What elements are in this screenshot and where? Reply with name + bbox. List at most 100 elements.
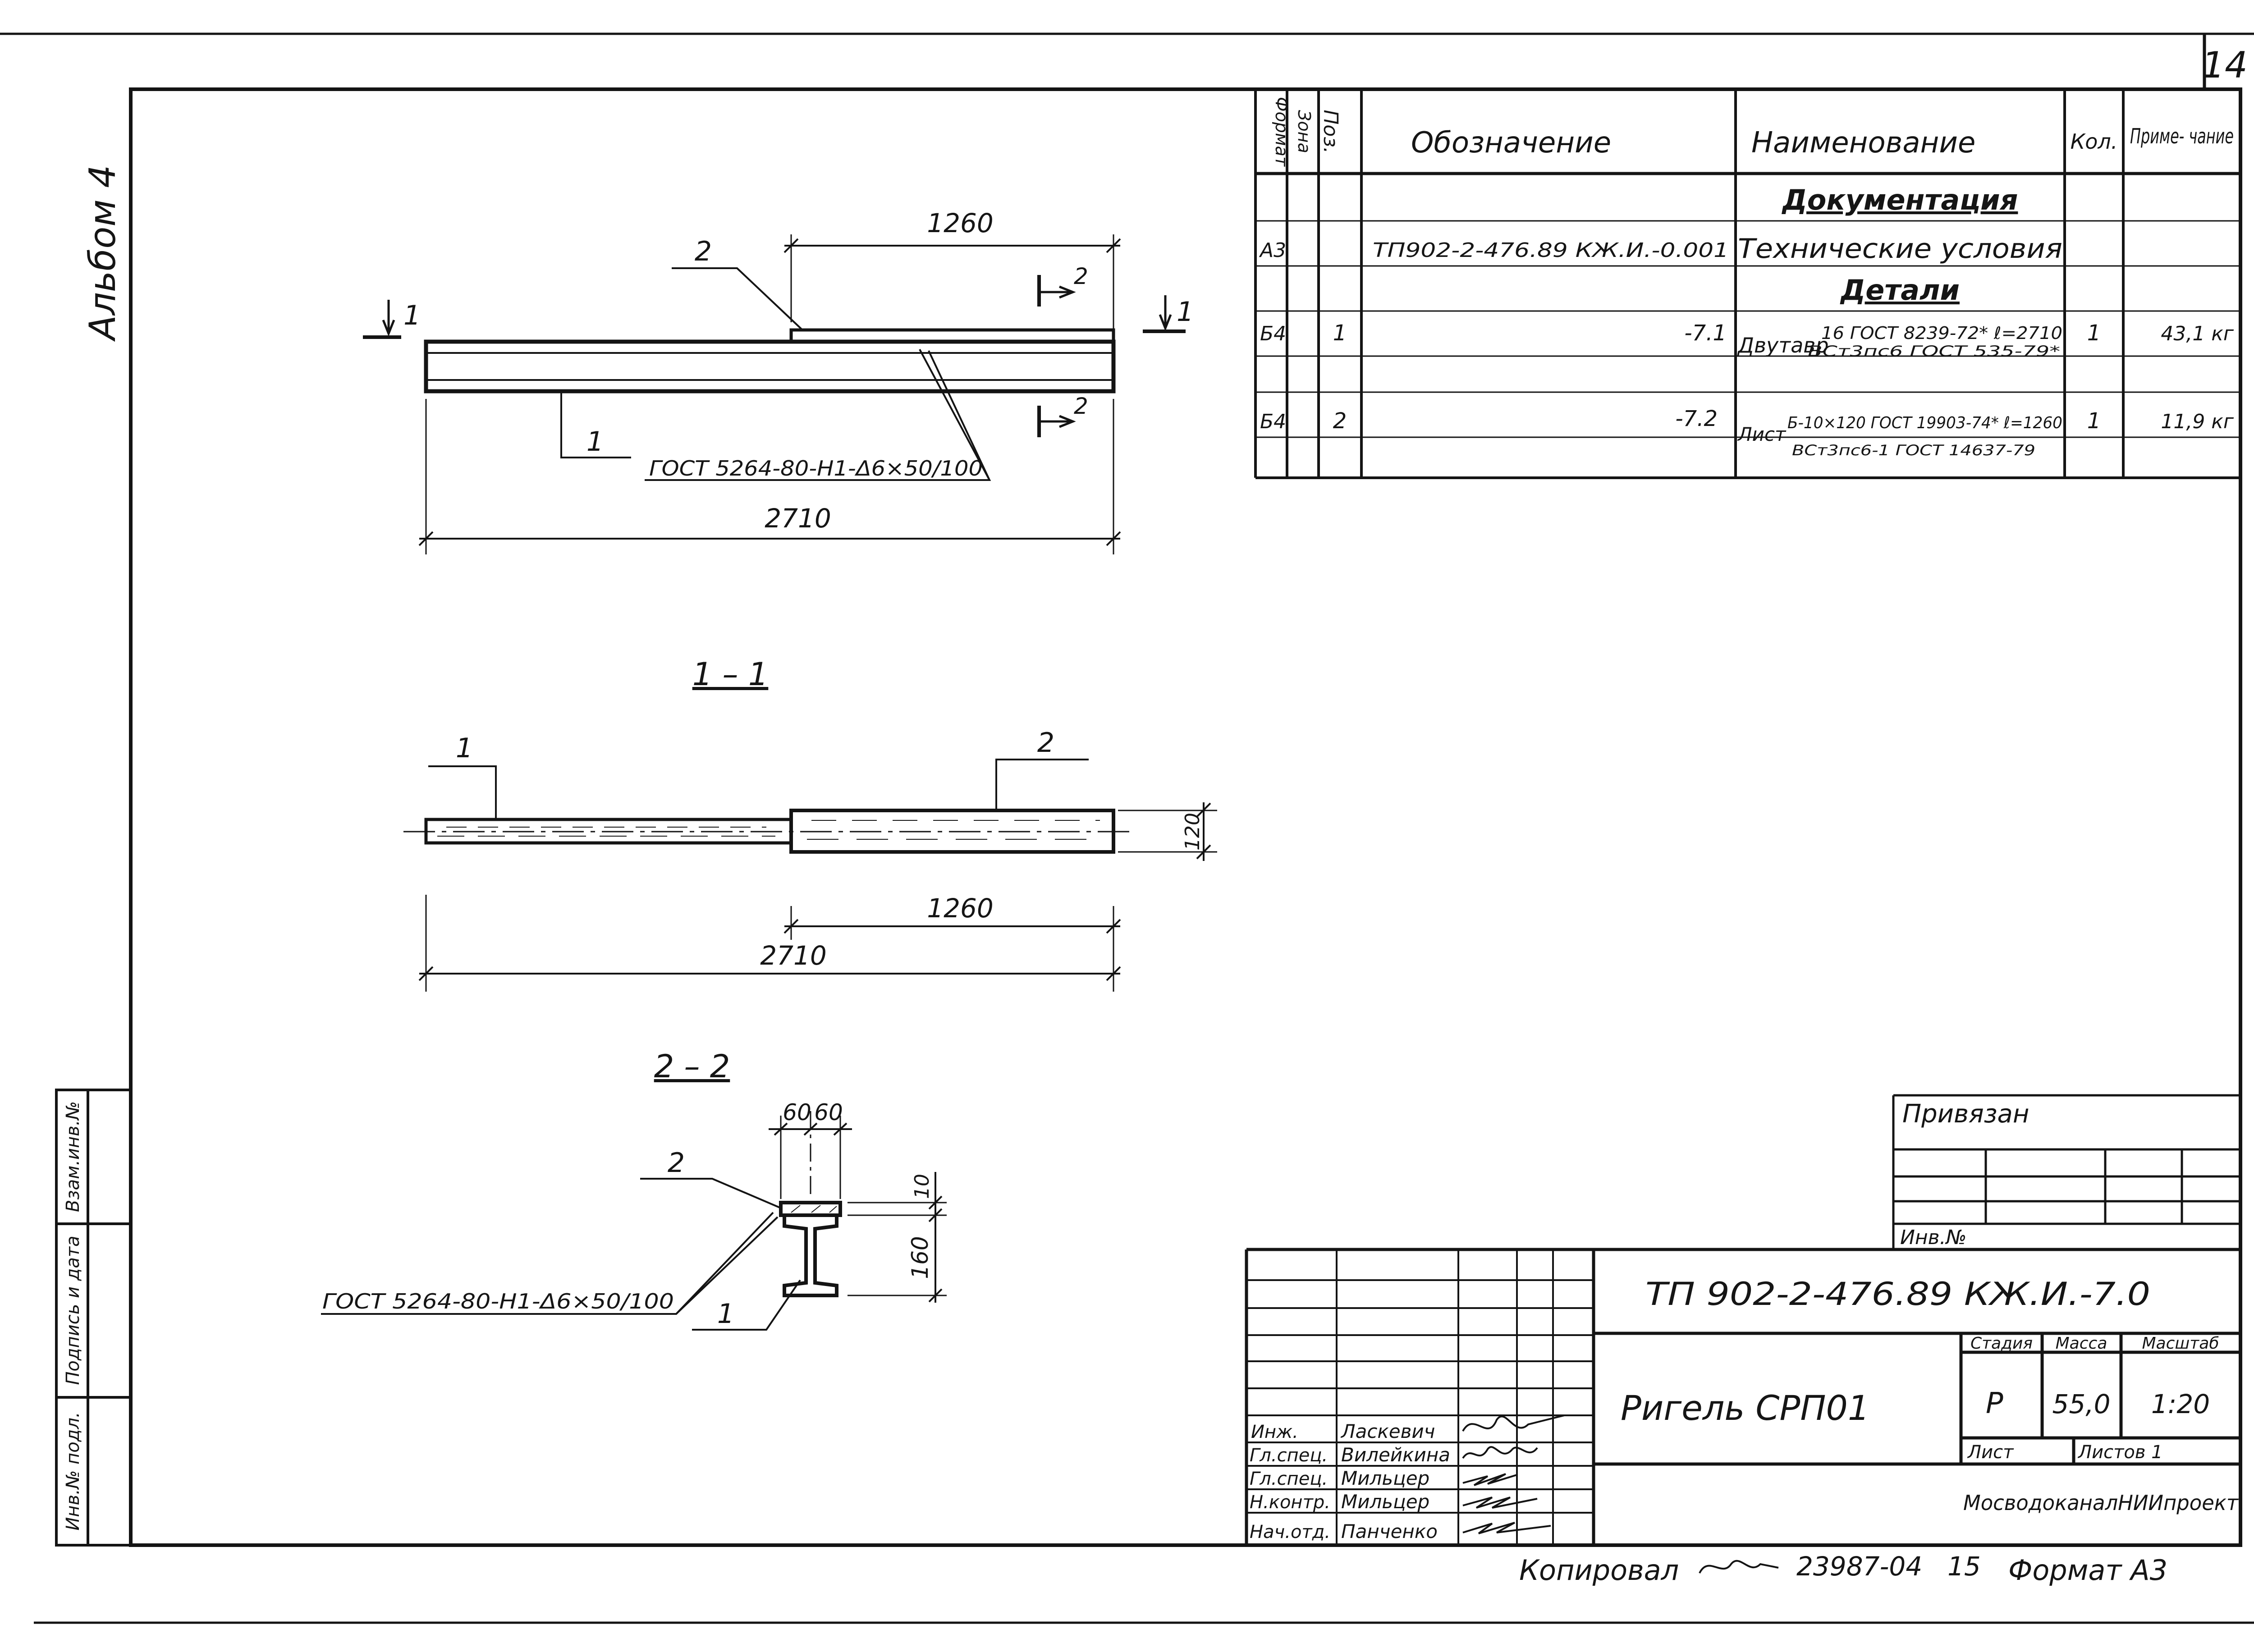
spec-doc-designation: ТП902-2-476.89 КЖ.И.-0.001: [1373, 239, 1729, 262]
spec-row1-qty: 1: [2087, 320, 2101, 346]
section-mark-1-right: 1: [1177, 296, 1194, 328]
plan-pos-plate: 2: [1037, 727, 1054, 759]
section-mark-2-top: 2: [1074, 263, 1088, 289]
plan-pos-beam: 1: [456, 732, 473, 764]
organization: МосводоканалНИИпроект: [1963, 1491, 2239, 1515]
stage-label: Стадия: [1970, 1334, 2033, 1353]
section-title: 2 – 2: [654, 1048, 730, 1085]
elevation-view: 1260 2710 2 1 ГОСТ 5264-80-Н1-Δ6×50/100 …: [363, 208, 1194, 554]
mass-value: 55,0: [2052, 1389, 2110, 1419]
spec-row1-name-top: 16 ГОСТ 8239-72* ℓ=2710: [1821, 323, 2062, 343]
section-dim-10: 10: [911, 1174, 934, 1199]
spec-row1-pos: 1: [1333, 320, 1347, 346]
elevation-plate: [789, 328, 1115, 343]
section-plate: [779, 1201, 842, 1217]
spec-row2-name-top: Б-10×120 ГОСТ 19903-74* ℓ=1260: [1787, 414, 2062, 432]
plan-dim-1260: 1260: [927, 893, 994, 924]
stamp-signature-date: Подпись и дата: [63, 1236, 83, 1385]
stage-value: Р: [1986, 1387, 2003, 1420]
album-label: Альбом 4: [82, 165, 124, 342]
spec-header-pos: Поз.: [1319, 110, 1342, 153]
order-number: 23987-04: [1796, 1551, 1922, 1582]
spec-row2-qty: 1: [2087, 408, 2101, 434]
left-stamp: Инв.№ подл. Подпись и дата Взам.инв.№: [55, 1089, 132, 1547]
spec-section-docs: Документация: [1782, 183, 2018, 216]
elevation-weld-note: ГОСТ 5264-80-Н1-Δ6×50/100: [649, 456, 983, 480]
plan-plate: [789, 809, 1115, 854]
spec-doc-name: Технические условия: [1738, 233, 2062, 265]
spec-row2-pos: 2: [1333, 408, 1347, 434]
sheet-frame: [129, 34, 2242, 1547]
spec-row2-name-main: Лист: [1737, 423, 1787, 445]
section-pos-beam: 1: [717, 1298, 734, 1330]
elevation-pos-beam: 1: [586, 426, 604, 458]
person-role-3: Гл.спец.: [1250, 1469, 1328, 1489]
spec-header-designation: Обозначение: [1411, 126, 1611, 160]
spec-row2-format: Б4: [1260, 410, 1286, 433]
copier-signature: [1699, 1560, 1779, 1574]
format-label: Формат А3: [2008, 1554, 2167, 1587]
elevation-pos-plate: 2: [695, 236, 712, 267]
mass-label: Масса: [2056, 1334, 2107, 1353]
stamp-vzam-inv: Взам.инв.№: [63, 1101, 83, 1212]
person-role-4: Н.контр.: [1250, 1492, 1330, 1513]
spec-section-parts: Детали: [1840, 274, 1960, 307]
person-name-4: Мильцер: [1341, 1491, 1429, 1513]
person-role-5: Нач.отд.: [1250, 1522, 1330, 1542]
title-block-code: ТП 902-2-476.89 КЖ.И.-7.0: [1645, 1276, 2150, 1313]
spec-row1-note: 43,1 кг: [2161, 322, 2234, 345]
plan-dim-2710: 2710: [760, 940, 827, 971]
cross-section: 2 – 2: [321, 1048, 947, 1331]
privyazan-label: Привязан: [1902, 1099, 2029, 1129]
plan-view: 1 – 1: [403, 656, 1217, 992]
person-name-3: Мильцер: [1341, 1467, 1429, 1489]
sheet-label: Лист: [1967, 1442, 2014, 1463]
spec-header-note: Приме- чание: [2130, 124, 2234, 148]
person-role-2: Гл.спец.: [1250, 1445, 1328, 1466]
signatures: [1462, 1414, 1565, 1534]
title-block: ТП 902-2-476.89 КЖ.И.-7.0 Ригель СРП01 С…: [1245, 1248, 2240, 1545]
person-name-5: Панченко: [1341, 1520, 1438, 1542]
order-sub: 15: [1947, 1551, 1981, 1582]
spec-row2-name-bottom: ВСт3пс6-1 ГОСТ 14637-79: [1792, 442, 2035, 459]
spec-row1-designation: -7.1: [1684, 320, 1727, 346]
privyazan-inv: Инв.№: [1900, 1226, 1966, 1249]
section-pos-plate: 2: [668, 1147, 685, 1179]
person-role-1: Инж.: [1251, 1422, 1298, 1442]
trim-lines: [0, 32, 2254, 1624]
title-block-name: Ригель СРП01: [1621, 1388, 1869, 1428]
spec-doc-format: А3: [1259, 239, 1286, 262]
spec-row2-designation: -7.2: [1675, 406, 1718, 431]
spec-header-qty: Кол.: [2071, 129, 2118, 154]
section-dim-60b: 60: [814, 1099, 843, 1126]
copied-by: Копировал: [1519, 1554, 1679, 1587]
stamp-inv-podl: Инв.№ подл.: [63, 1412, 83, 1530]
section-i-beam: [783, 1213, 838, 1297]
privyazan-block: Привязан Инв.№: [1892, 1094, 2240, 1249]
spec-header-name: Наименование: [1751, 126, 1975, 160]
scale-label: Масштаб: [2142, 1334, 2219, 1353]
plan-title: 1 – 1: [692, 656, 769, 693]
section-weld-note: ГОСТ 5264-80-Н1-Δ6×50/100: [322, 1289, 674, 1313]
section-dim-60a: 60: [783, 1099, 811, 1126]
sheets-label: Листов 1: [2077, 1442, 2163, 1463]
person-name-2: Вилейкина: [1341, 1444, 1450, 1466]
plan-dim-120: 120: [1181, 813, 1204, 851]
section-mark-2-bottom: 2: [1074, 393, 1088, 419]
spec-table: Формат Зона Поз. Обозначение Наименовани…: [1254, 89, 2240, 479]
sheet-number: 14: [2202, 44, 2248, 86]
spec-header-zone: Зона: [1294, 110, 1314, 153]
spec-row1-name-main: Двутавр: [1737, 333, 1829, 357]
elevation-dim-2710: 2710: [765, 503, 831, 534]
scale-value: 1:20: [2151, 1389, 2210, 1419]
person-name-1: Ласкевич: [1340, 1420, 1435, 1442]
elevation-beam: [424, 339, 1116, 394]
section-mark-1-left: 1: [403, 300, 421, 331]
elevation-dim-1260: 1260: [927, 208, 994, 238]
spec-header-format: Формат: [1272, 97, 1292, 167]
section-dim-160: 160: [907, 1236, 933, 1279]
spec-row2-note: 11,9 кг: [2161, 410, 2234, 433]
spec-row1-format: Б4: [1260, 322, 1286, 345]
spec-row1-name-bottom: ВСт3пс6 ГОСТ 535-79*: [1808, 343, 2060, 360]
